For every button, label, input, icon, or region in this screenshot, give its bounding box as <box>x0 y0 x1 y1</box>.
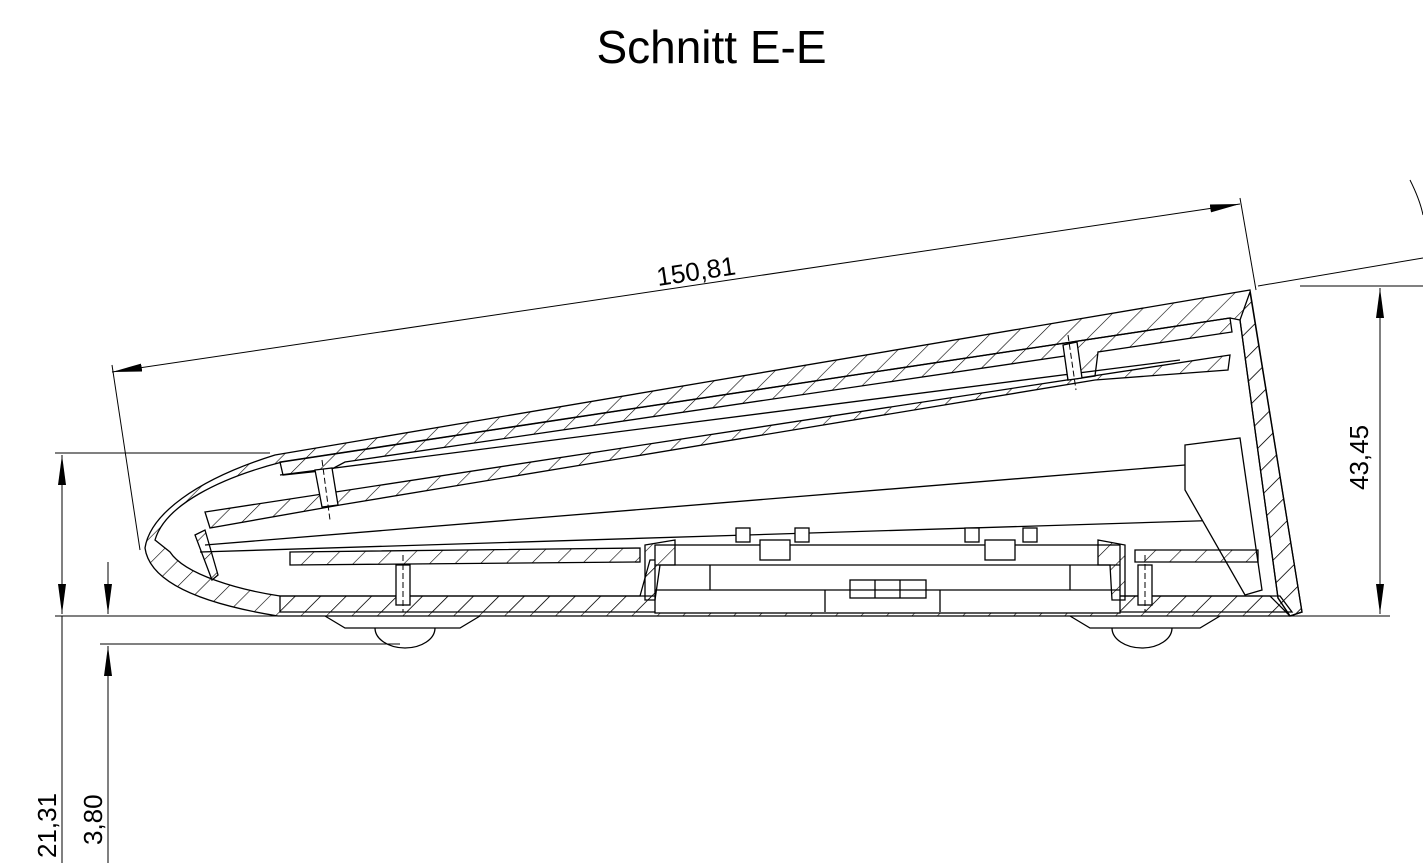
connector <box>849 579 927 599</box>
front-foot <box>324 615 481 629</box>
back-block <box>1184 437 1263 596</box>
rear-foot <box>1069 615 1221 629</box>
dimension-total-label: 21,31 <box>32 793 62 858</box>
dimension-line-length <box>111 203 1241 373</box>
side-clip <box>1097 539 1126 601</box>
component <box>1022 527 1038 543</box>
base-plate <box>289 547 641 566</box>
side-clip <box>644 539 676 601</box>
dimension-length-label: 150,81 <box>654 251 737 292</box>
extension-line <box>1239 197 1257 291</box>
inner-wall-line <box>199 519 1229 553</box>
screw-boss <box>314 467 339 508</box>
inner-wall-line <box>279 359 1181 476</box>
bottom-floor <box>1109 595 1294 613</box>
rear-foot-pad <box>1111 627 1173 649</box>
component <box>964 527 980 543</box>
extension-line <box>1257 257 1423 287</box>
angle-arc <box>1409 179 1423 216</box>
dimension-foot-label: 3,80 <box>78 794 108 845</box>
bottom-floor <box>279 559 661 613</box>
component <box>759 539 791 561</box>
base-plate <box>1134 549 1259 563</box>
drawing-title: Schnitt E-E <box>596 21 827 73</box>
pcb-assembly <box>654 544 1121 614</box>
inner-wall-line <box>204 464 1186 546</box>
component <box>984 539 1016 561</box>
screw-axis <box>321 459 331 521</box>
component <box>794 527 810 543</box>
extension-line <box>111 364 141 551</box>
dimension-height-label: 43,45 <box>1344 425 1374 490</box>
front-foot-pad <box>374 627 436 649</box>
front-latch <box>194 529 219 582</box>
top-panel <box>279 317 1233 476</box>
right-wall <box>1239 291 1303 617</box>
component <box>735 527 751 543</box>
